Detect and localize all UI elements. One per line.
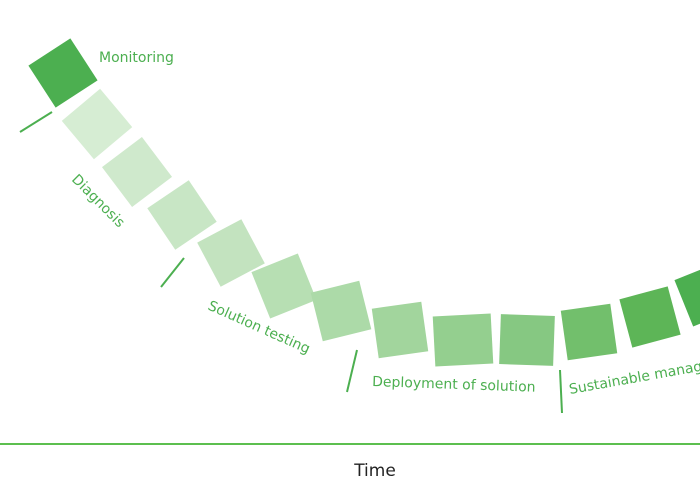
phase-dividers	[19, 111, 563, 414]
phase-divider	[559, 369, 563, 414]
arc-segment	[432, 313, 494, 367]
arc-segment	[61, 88, 133, 160]
phase-label-monitoring: Monitoring	[99, 50, 174, 66]
arc-segment	[310, 280, 372, 342]
arc-segment	[147, 180, 217, 250]
arc-segment	[197, 219, 265, 287]
arc-segment	[560, 303, 618, 361]
phase-label-sustainable-management: Sustainable management	[568, 351, 700, 398]
arc-segment	[619, 286, 681, 348]
arc-segment	[251, 253, 317, 319]
arc-segment	[371, 301, 429, 359]
arc-segment	[499, 314, 555, 366]
arc-segment	[101, 136, 173, 208]
arc-segments	[28, 38, 700, 367]
phase-label-deployment: Deployment of solution	[372, 374, 536, 396]
arc-segment-monitoring	[28, 38, 98, 108]
phase-divider	[19, 111, 53, 133]
phase-divider	[346, 349, 358, 393]
time-axis-label: Time	[353, 461, 396, 481]
arc-segment	[674, 261, 700, 327]
phase-divider	[160, 257, 185, 288]
